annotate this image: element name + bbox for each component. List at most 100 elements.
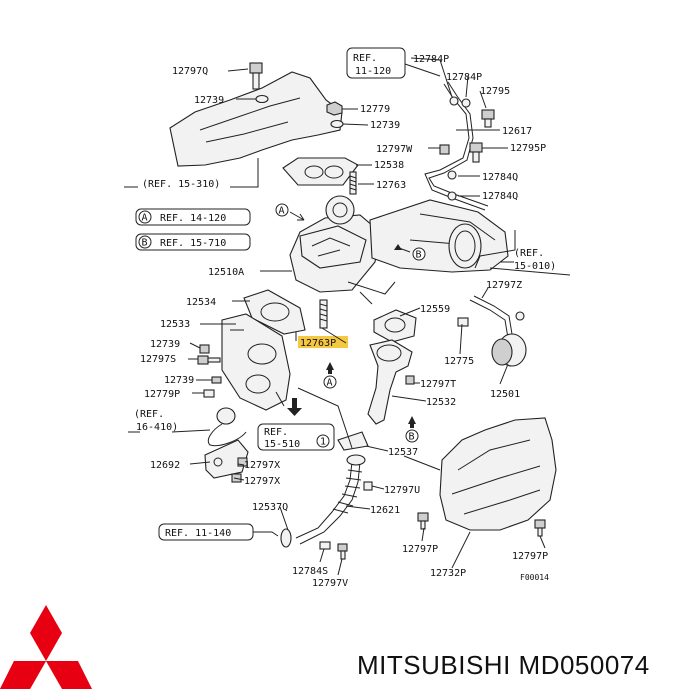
oil-pipe-12617 [424,83,486,211]
oil-return-pipe-12621 [295,454,373,545]
gasket-12538 [282,157,359,186]
svg-text:(REF.: (REF. [134,409,164,420]
figure-code: F00014 [520,573,549,582]
label-12732p: 12732P [430,568,466,579]
label-12739-c: 12739 [150,339,180,350]
bolt-12795 [481,109,495,128]
washer-12739c [199,344,210,354]
label-12617: 12617 [502,126,532,137]
label-12692: 12692 [150,460,180,471]
bolt-12797s [197,355,221,365]
label-12784p-a: 12784P [413,54,449,65]
mitsubishi-logo [0,605,92,689]
part-labels: 12797Q 12739 12779 12739 12797W 12538 12… [140,54,549,589]
label-12784q-a: 12784Q [482,172,518,183]
bolt-12797p-b [534,519,546,537]
label-12784q-b: 12784Q [482,191,518,202]
clip-12784s [319,541,331,550]
label-12510a: 12510A [208,267,244,278]
label-12797w: 12797W [376,144,413,155]
svg-text:B: B [409,432,415,443]
label-12797q: 12797Q [172,66,208,77]
label-12779: 12779 [360,104,390,115]
label-12797x-b: 12797X [244,476,280,487]
svg-text:A: A [327,378,333,389]
label-12763p: 12763P [300,338,336,349]
label-12621: 12621 [370,505,400,516]
ref-15-310: (REF. 15-310) [142,179,220,190]
svg-text:A: A [279,206,285,217]
leader-lines [124,57,571,576]
bolt-12797q [249,62,263,90]
svg-text:REF.: REF. [353,53,377,64]
washer-12739d [211,376,222,384]
ref-box-14-120: A REF. 14-120 [135,208,251,226]
label-12797u: 12797U [384,485,420,496]
washer-12739b [330,119,344,129]
brand-caption: MITSUBISHI MD050074 [357,650,650,681]
bolt-12797t [405,375,415,385]
label-12797x-a: 12797X [244,460,280,471]
marker-a-lower: A [323,362,337,389]
label-12784s: 12784S [292,566,328,577]
label-12739-b: 12739 [370,120,400,131]
label-12537: 12537 [388,447,418,458]
svg-text:16-410): 16-410) [136,422,178,433]
washer-12784p-a [449,96,459,106]
label-12534: 12534 [186,297,216,308]
ref-box-11-120: REF. 11-120 [346,47,406,79]
washer-12784q-b [447,191,457,201]
label-12739-d: 12739 [164,375,194,386]
bolt-12797v [337,543,348,560]
svg-text:B: B [416,250,422,261]
wastegate-actuator-12501 [457,295,527,367]
label-12795: 12795 [480,86,510,97]
brand-name: MITSUBISHI [357,650,511,680]
label-12797p-b: 12797P [512,551,548,562]
ref-box-15-710: B REF. 15-710 [135,233,251,251]
bracket-12692 [204,439,249,483]
marker-b-top: B [394,244,426,261]
washer-12739a [255,94,269,104]
bolt-12795p [469,142,483,163]
ref-16-410: (REF. 16-410) [134,409,178,433]
svg-text:15-510: 15-510 [264,439,300,450]
label-12797z: 12797Z [486,280,522,291]
stud-12763 [349,171,357,195]
label-12797t: 12797T [420,379,456,390]
svg-text:A: A [142,213,148,224]
label-12779p: 12779P [144,389,180,400]
gasket-12537q [280,528,292,548]
marker-b-lower: B [405,416,419,443]
svg-text:1: 1 [320,437,326,448]
sensor [216,407,236,425]
bracket-12537 [337,431,369,451]
label-12533: 12533 [160,319,190,330]
label-12797p-a: 12797P [402,544,438,555]
svg-text:REF. 14-120: REF. 14-120 [160,213,226,224]
nut-12779 [326,101,343,116]
intake-pipe-end [448,223,482,269]
label-12775: 12775 [444,356,474,367]
svg-text:(REF.: (REF. [514,248,544,259]
svg-text:REF.: REF. [264,427,288,438]
lower-heat-shield-12732p [439,417,557,531]
marker-a-top: A [275,203,305,221]
exhaust-pipe-12532 [367,339,413,425]
washer-12784p-b [461,98,471,108]
bolt-12797w [439,144,450,155]
plug-12779p [203,389,215,398]
label-12739-a: 12739 [194,95,224,106]
svg-text:11-120: 11-120 [355,66,391,77]
label-12797s: 12797S [140,354,176,365]
turbocharger-12510a [289,195,509,305]
svg-text:B: B [142,238,148,249]
label-12763: 12763 [376,180,406,191]
gasket-12559 [373,309,417,343]
label-12795p: 12795P [510,143,546,154]
stud-12763p [319,299,328,329]
label-12797v: 12797V [312,578,348,589]
label-12532: 12532 [426,397,456,408]
bolt-12797p-a [417,512,429,530]
